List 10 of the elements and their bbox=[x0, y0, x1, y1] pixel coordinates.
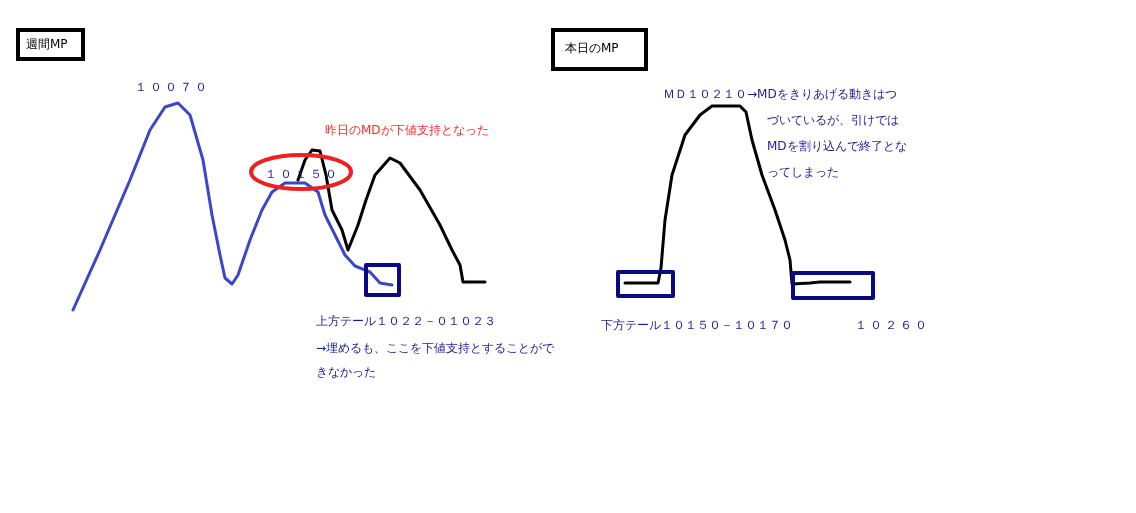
annotation-text: １００７０ bbox=[135, 79, 210, 95]
title-box: 週間MP bbox=[16, 28, 85, 61]
annotation-text: １０２６０ bbox=[855, 317, 930, 333]
annotation-text: 下方テール１０１５０－１０１７０ bbox=[601, 317, 793, 333]
annotation-text: →埋めるも、ここを下値支持とすることができなかった bbox=[316, 340, 556, 381]
annotation-text: １０１５０ bbox=[265, 166, 340, 182]
annotation-text: ＭＤ１０２１０→MDをきりあげる動きはつづいているが、引けではMDを割り込んで終了となってしまった bbox=[663, 86, 907, 181]
title-box: 本日のMP bbox=[551, 28, 648, 71]
annotation-text: 上方テール１０２２－０１０２３ bbox=[316, 313, 496, 329]
annotation-text: 昨日のMDが下値支持となった bbox=[325, 122, 489, 138]
